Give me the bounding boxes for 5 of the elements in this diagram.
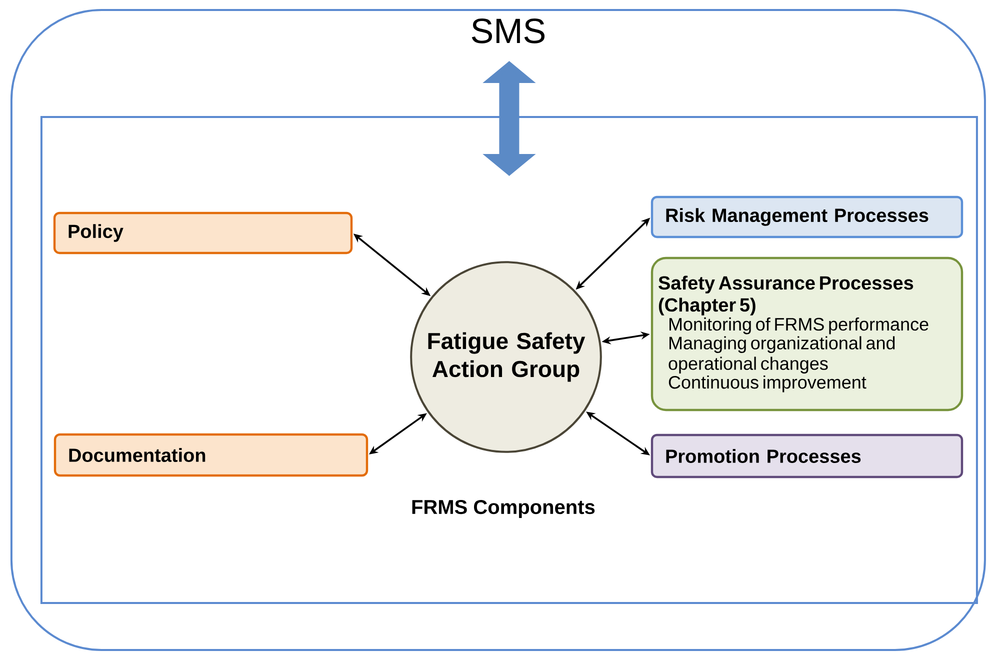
- process-box: Documentation: [54, 433, 368, 477]
- process-box: Policy: [53, 212, 353, 254]
- process-box: Risk Management Processes: [650, 196, 964, 238]
- process-box: Promotion Processes: [650, 434, 964, 478]
- process-box: Safety Assurance Processes (Chapter 5) Monitoring of FRMS performance Managing organizational and operational changes Continuous improvement: [650, 256, 964, 412]
